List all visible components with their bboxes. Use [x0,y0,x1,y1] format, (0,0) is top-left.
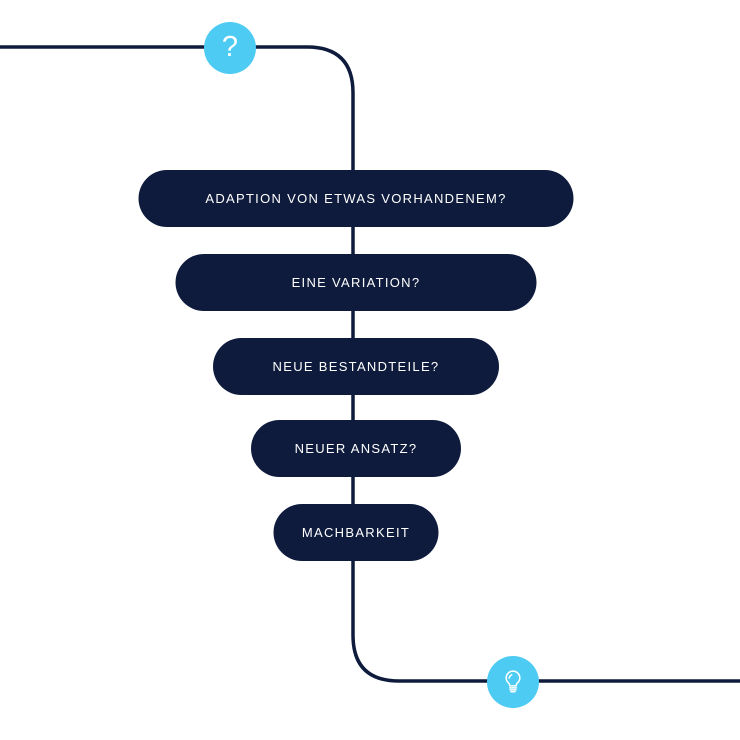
lightbulb-icon [505,670,521,693]
funnel-step-label: NEUE BESTANDTEILE? [272,359,440,374]
funnel-step-bestandteile: NEUE BESTANDTEILE? [213,338,499,395]
funnel-step-label: MACHBARKEIT [301,525,411,540]
funnel-step-label: ADAPTION VON ETWAS VORHANDENEM? [205,191,507,206]
funnel-step-adaption: ADAPTION VON ETWAS VORHANDENEM? [138,170,574,227]
funnel-step-label: NEUER ANSATZ? [294,441,418,456]
idea-end-node [487,656,539,708]
funnel-step-ansatz: NEUER ANSATZ? [251,420,461,477]
question-mark-icon: ? [221,30,239,63]
funnel-step-variation: EINE VARIATION? [175,254,537,311]
funnel-step-machbarkeit: MACHBARKEIT [273,504,439,561]
question-start-node: ? [204,22,256,74]
funnel-step-label: EINE VARIATION? [291,275,421,290]
